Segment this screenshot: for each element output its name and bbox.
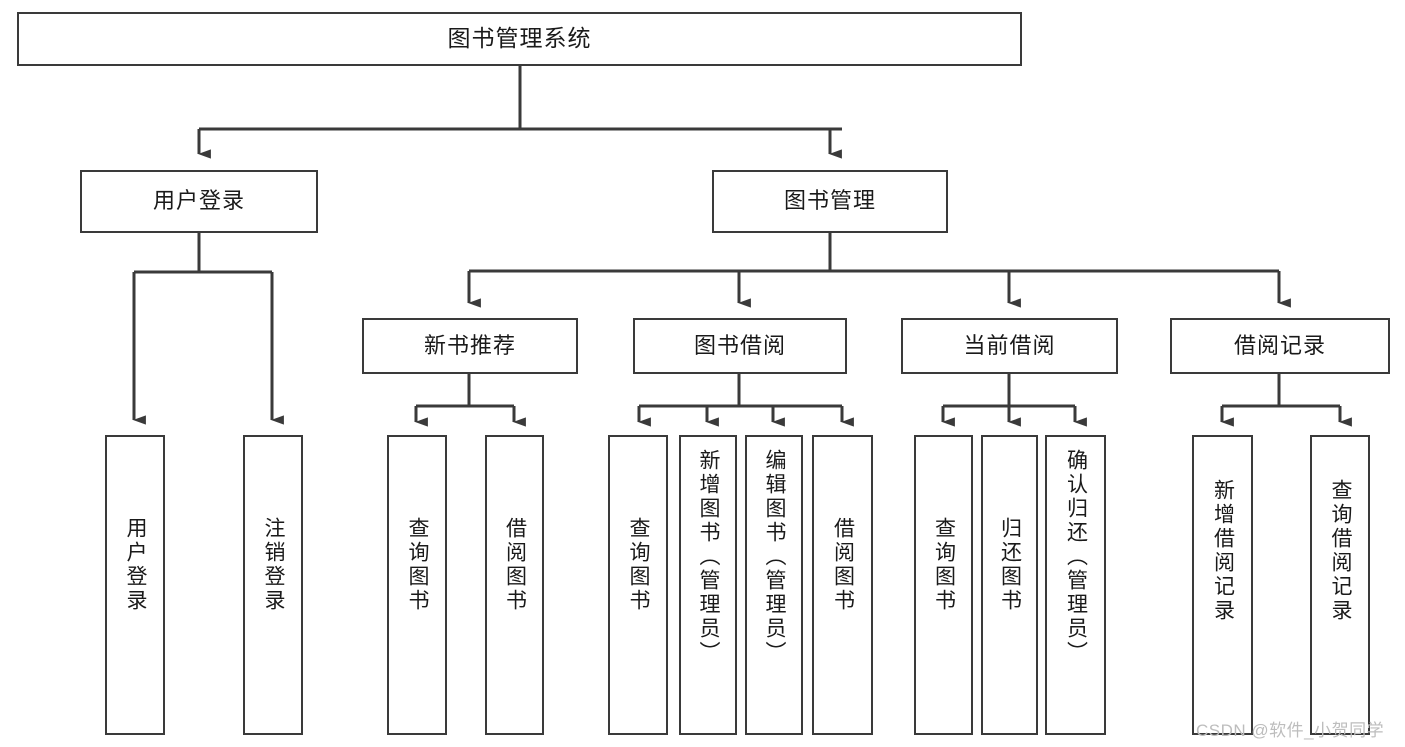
leaf-query-book-recommend[interactable]: 查询图书 — [387, 435, 447, 735]
node-user-login[interactable]: 用户登录 — [80, 170, 318, 233]
watermark-csdn: CSDN @软件_小贺同学 — [1196, 721, 1385, 740]
node-label: 注销登录 — [262, 517, 286, 613]
node-book-borrow[interactable]: 图书借阅 — [633, 318, 847, 374]
node-label: 查询图书 — [932, 517, 956, 613]
node-label: 图书借阅 — [693, 332, 786, 358]
leaf-query-book-current[interactable]: 查询图书 — [914, 435, 973, 735]
node-label: 确认归还（管理员） — [1064, 449, 1088, 665]
node-new-book-recommend[interactable]: 新书推荐 — [362, 318, 578, 374]
leaf-query-book-borrow[interactable]: 查询图书 — [608, 435, 668, 735]
node-label: 借阅图书 — [831, 517, 855, 613]
node-label: 借阅图书 — [503, 517, 527, 613]
node-book-management[interactable]: 图书管理 — [712, 170, 948, 233]
leaf-borrow-book-recommend[interactable]: 借阅图书 — [485, 435, 544, 735]
leaf-add-borrow-record[interactable]: 新增借阅记录 — [1192, 435, 1253, 735]
leaf-confirm-return-admin[interactable]: 确认归还（管理员） — [1045, 435, 1106, 735]
node-label: 新增借阅记录 — [1211, 479, 1235, 623]
leaf-borrow-book-borrow[interactable]: 借阅图书 — [812, 435, 873, 735]
node-label: 归还图书 — [998, 517, 1022, 613]
leaf-logout-login[interactable]: 注销登录 — [243, 435, 303, 735]
node-label: 图书管理系统 — [447, 25, 592, 52]
leaf-edit-book-admin[interactable]: 编辑图书（管理员） — [745, 435, 803, 735]
node-root-book-management-system[interactable]: 图书管理系统 — [17, 12, 1022, 66]
node-label: 用户登录 — [152, 188, 245, 214]
node-label: 查询图书 — [406, 517, 430, 613]
leaf-user-login[interactable]: 用户登录 — [105, 435, 165, 735]
node-label: 查询借阅记录 — [1329, 479, 1353, 623]
node-label: 新书推荐 — [423, 332, 516, 358]
node-label: 当前借阅 — [963, 332, 1056, 358]
node-label: 用户登录 — [124, 517, 148, 613]
node-label: 查询图书 — [627, 517, 651, 613]
node-label: 新增图书（管理员） — [697, 449, 721, 665]
node-current-borrow[interactable]: 当前借阅 — [901, 318, 1118, 374]
leaf-add-book-admin[interactable]: 新增图书（管理员） — [679, 435, 737, 735]
node-borrow-record[interactable]: 借阅记录 — [1170, 318, 1390, 374]
node-label: 编辑图书（管理员） — [763, 449, 787, 665]
node-label: 图书管理 — [783, 188, 876, 214]
leaf-return-book[interactable]: 归还图书 — [981, 435, 1038, 735]
leaf-query-borrow-record[interactable]: 查询借阅记录 — [1310, 435, 1370, 735]
node-label: 借阅记录 — [1233, 332, 1326, 358]
